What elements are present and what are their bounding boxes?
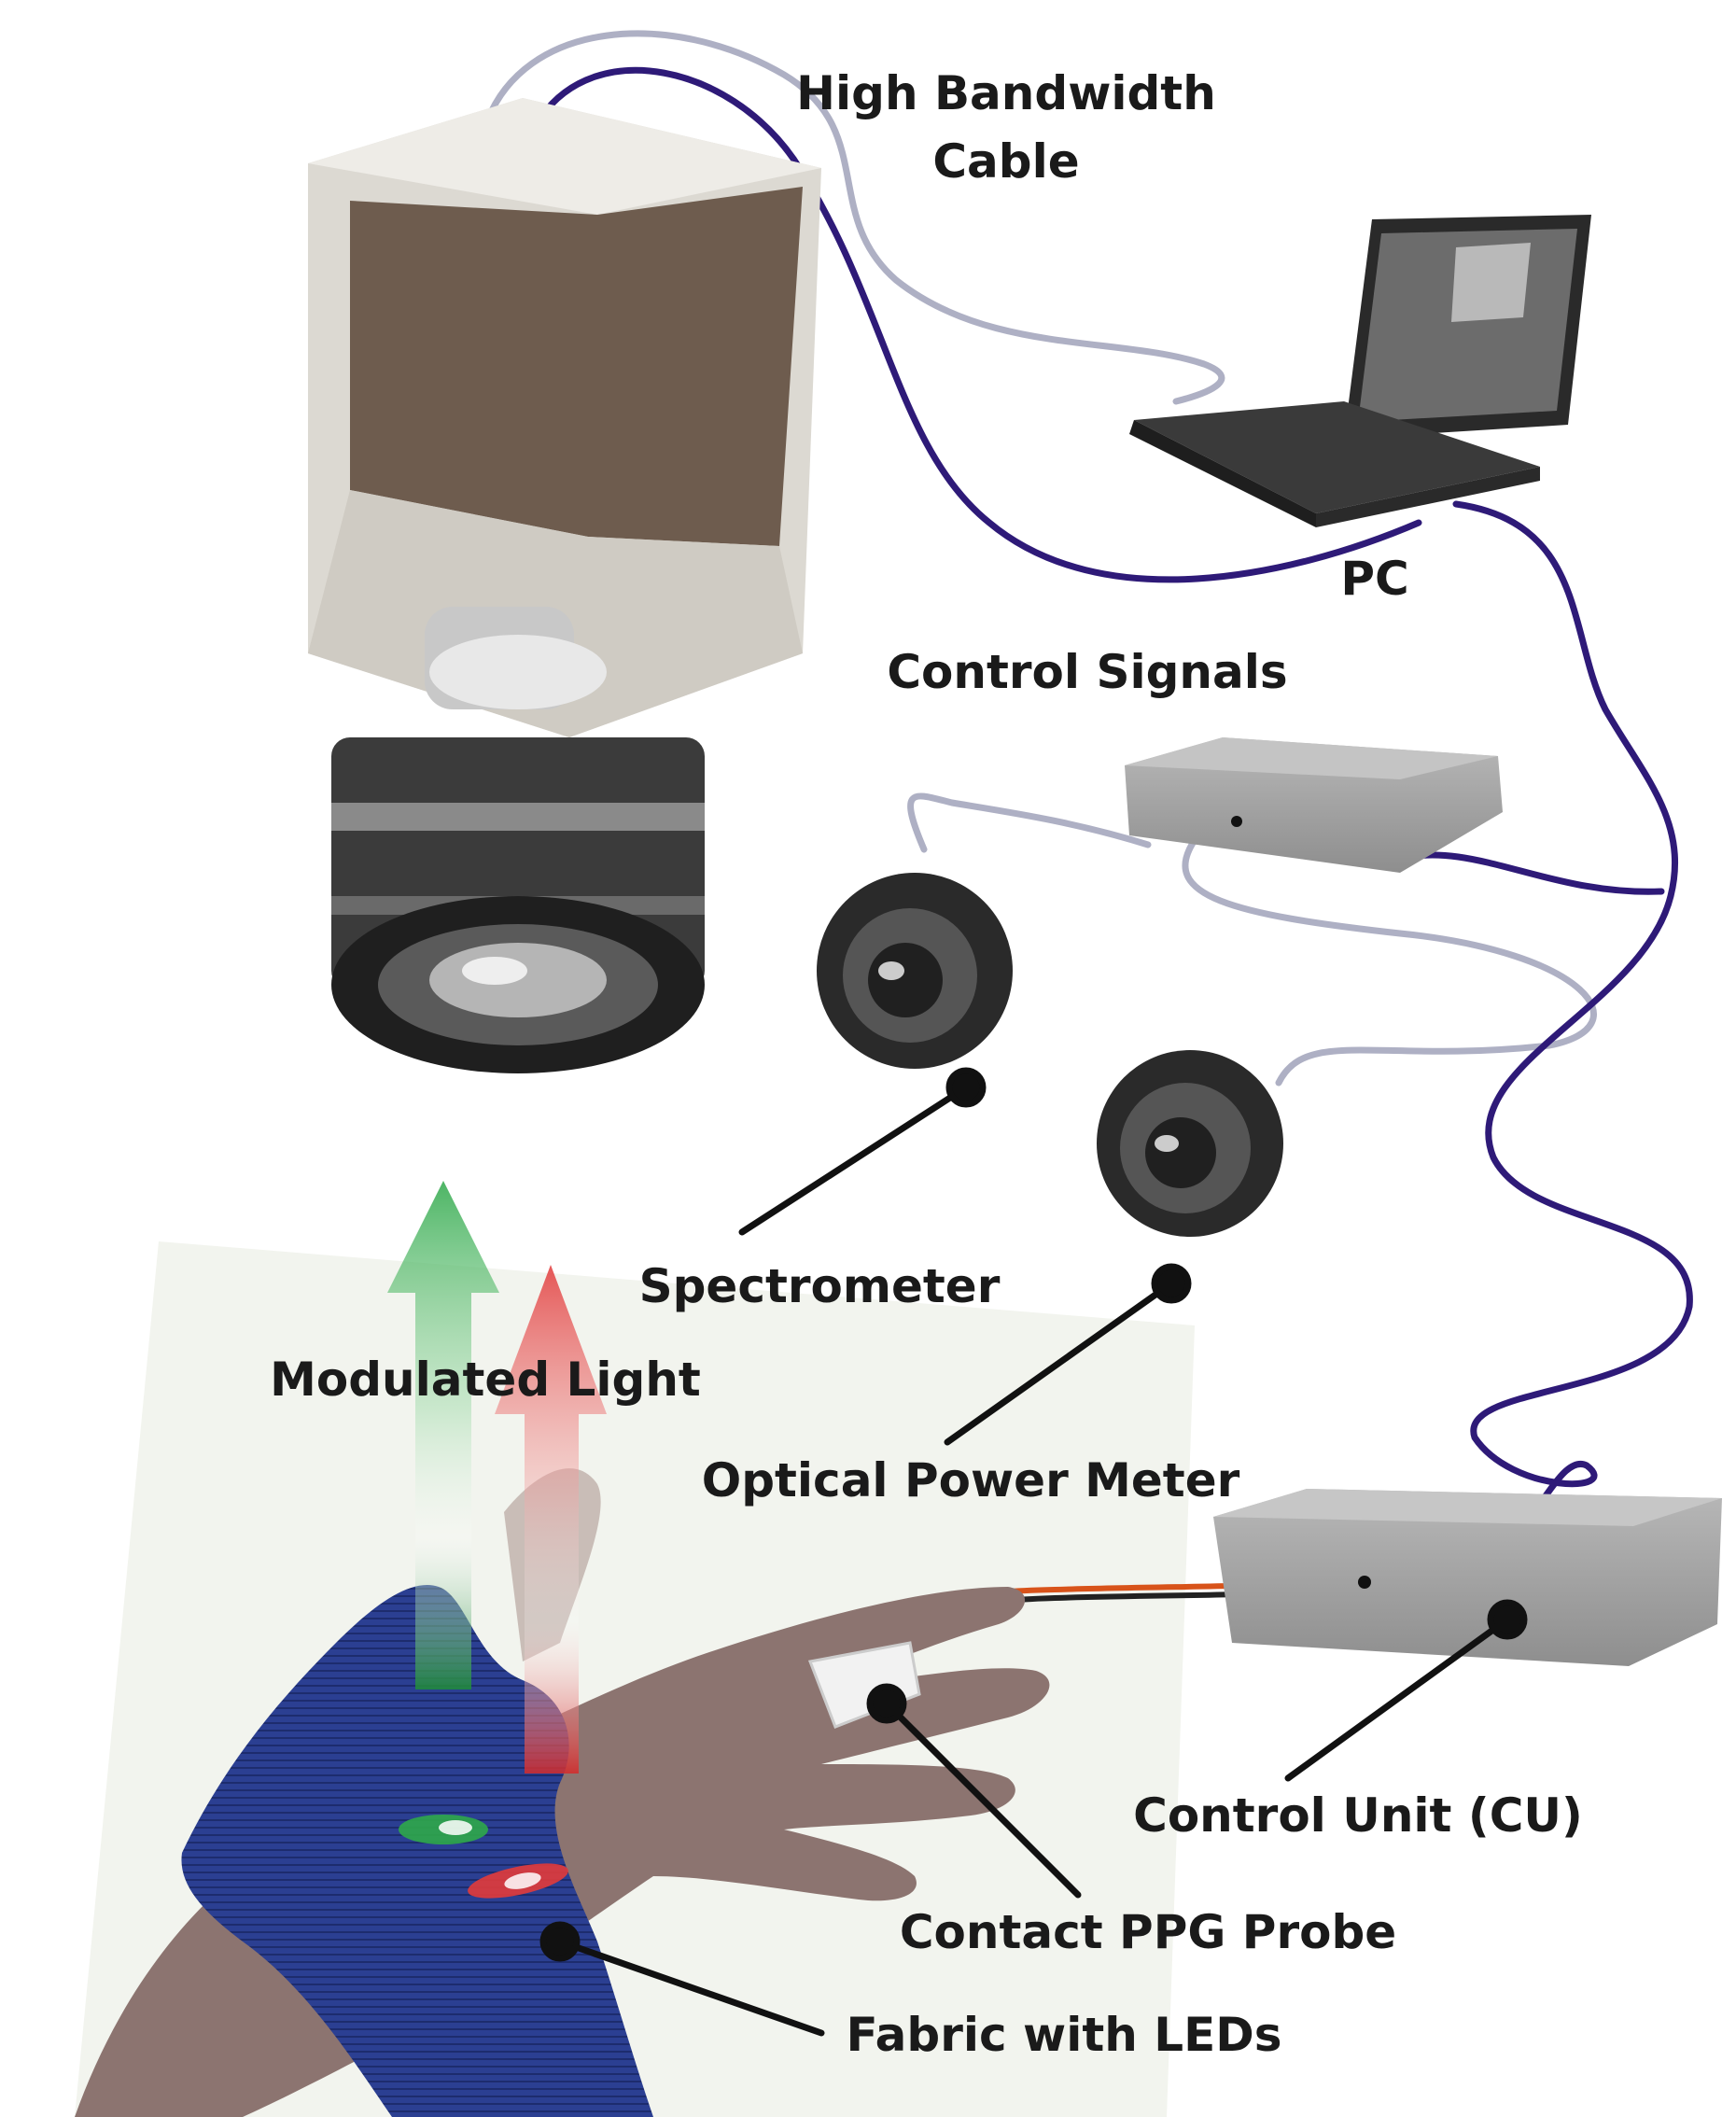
green-light-arrow xyxy=(387,1181,499,1689)
label-spectrometer: Spectrometer xyxy=(639,1259,1001,1313)
optical-power-meter-device xyxy=(1097,1050,1283,1237)
label-cable-line2: Cable xyxy=(932,134,1079,189)
control-unit-box xyxy=(1213,1489,1722,1666)
red-light-arrow xyxy=(495,1265,607,1774)
label-modulated-light: Modulated Light xyxy=(270,1353,701,1407)
data-cable xyxy=(482,30,1597,1087)
leader-lines xyxy=(539,1067,1528,2037)
label-contact-ppg-probe: Contact PPG Probe xyxy=(900,1905,1396,1959)
label-optical-power-meter: Optical Power Meter xyxy=(702,1453,1240,1507)
label-fabric-with-leds: Fabric with LEDs xyxy=(846,2008,1281,2062)
camera xyxy=(308,98,821,1073)
label-control-signals: Control Signals xyxy=(887,645,1287,699)
pc-laptop xyxy=(1129,215,1591,527)
label-control-unit: Control Unit (CU) xyxy=(1133,1788,1583,1843)
label-pc: PC xyxy=(1340,552,1408,606)
contact-ppg-probe xyxy=(807,1641,921,1729)
spectrometer-device xyxy=(817,873,1013,1069)
label-cable-line1: High Bandwidth xyxy=(796,66,1216,120)
signal-hub-box xyxy=(1125,737,1503,873)
